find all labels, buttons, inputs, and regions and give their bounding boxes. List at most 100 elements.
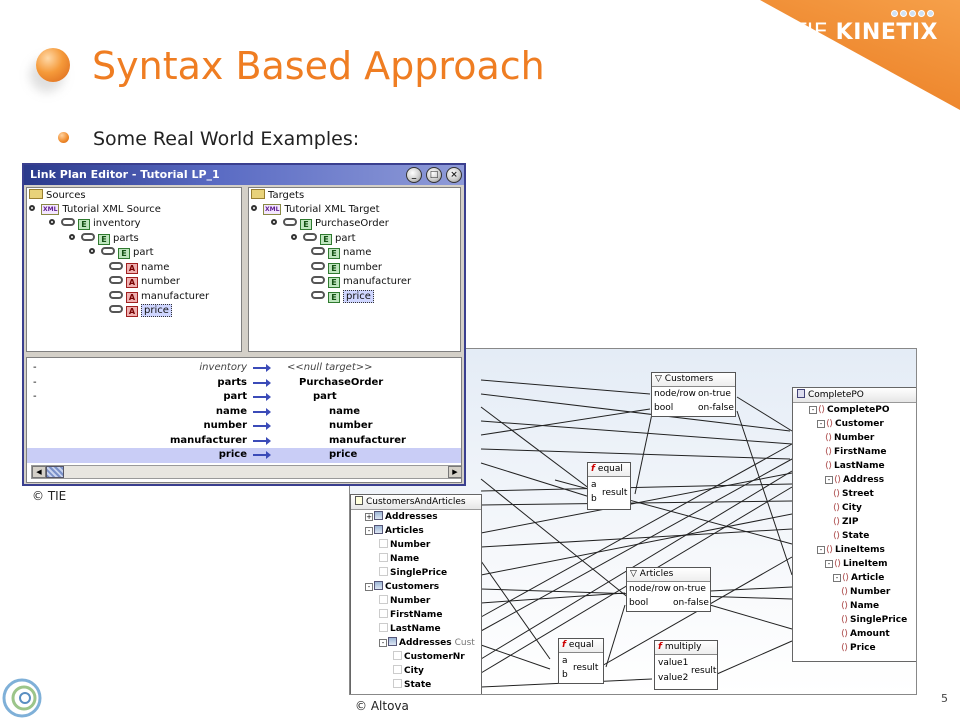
scroll-right-button[interactable]: ▶ bbox=[448, 466, 461, 478]
target-component-complete-po[interactable]: CompletePO -⟨⟩CompletePO-⟨⟩Customer⟨⟩Num… bbox=[792, 387, 916, 662]
target-field[interactable]: ⟨⟩LastName bbox=[793, 459, 916, 473]
input-b[interactable]: b bbox=[591, 494, 597, 504]
link-plan-editor-window[interactable]: Link Plan Editor - Tutorial LP_1 _ □ × S… bbox=[22, 163, 466, 486]
filter-input-bool[interactable]: bool bbox=[629, 598, 649, 608]
target-field[interactable]: -⟨⟩LineItems bbox=[793, 543, 916, 557]
close-button[interactable]: × bbox=[446, 167, 462, 183]
scroll-thumb[interactable] bbox=[46, 466, 64, 478]
output-result[interactable]: result bbox=[602, 488, 628, 498]
source-field[interactable]: City bbox=[351, 664, 481, 678]
mapping-row[interactable]: -inventory<<null target>> bbox=[27, 361, 461, 376]
source-field[interactable]: LastName bbox=[351, 622, 481, 636]
source-field[interactable]: Number bbox=[351, 538, 481, 552]
source-field[interactable]: FirstName bbox=[351, 608, 481, 622]
expand-toggle-icon[interactable]: - bbox=[825, 560, 833, 568]
target-field[interactable]: -⟨⟩Customer bbox=[793, 417, 916, 431]
source-field[interactable]: SinglePrice bbox=[351, 566, 481, 580]
target-field[interactable]: ⟨⟩ZIP bbox=[793, 515, 916, 529]
filter-input-node-row[interactable]: node/row bbox=[629, 584, 671, 594]
targets-root[interactable]: Targets bbox=[251, 189, 304, 203]
source-field[interactable]: Name bbox=[351, 552, 481, 566]
expand-toggle-icon[interactable]: - bbox=[817, 420, 825, 428]
input-b[interactable]: b bbox=[562, 670, 568, 680]
source-component-customers-and-articles[interactable]: CustomersAndArticles +Addresses-Articles… bbox=[350, 494, 482, 694]
target-field[interactable]: ⟨⟩SinglePrice bbox=[793, 613, 916, 627]
source-field[interactable]: State bbox=[351, 678, 481, 692]
filter-input-bool[interactable]: bool bbox=[654, 403, 674, 413]
filter-input-node-row[interactable]: node/row bbox=[654, 389, 696, 399]
maximize-button[interactable]: □ bbox=[426, 167, 442, 183]
target-field[interactable]: ⟨⟩Price bbox=[793, 641, 916, 655]
filter-output-on-true[interactable]: on-true bbox=[673, 584, 706, 594]
target-field[interactable]: -⟨⟩Article bbox=[793, 571, 916, 585]
source-field[interactable]: CustomerNr bbox=[351, 650, 481, 664]
source-field[interactable]: +Addresses bbox=[351, 510, 481, 524]
target-field[interactable]: ⟨⟩Amount bbox=[793, 627, 916, 641]
source-field[interactable]: Number bbox=[351, 594, 481, 608]
expand-toggle-icon[interactable]: - bbox=[817, 546, 825, 554]
target-field[interactable]: ⟨⟩Name bbox=[793, 599, 916, 613]
expand-toggle-icon[interactable]: - bbox=[379, 639, 387, 647]
input-value1[interactable]: value1 bbox=[658, 658, 689, 668]
expand-toggle-icon[interactable]: - bbox=[825, 476, 833, 484]
expand-toggle-icon[interactable]: - bbox=[833, 574, 841, 582]
expand-toggle-icon[interactable]: - bbox=[365, 527, 373, 535]
source-field[interactable]: -Articles bbox=[351, 524, 481, 538]
target-field[interactable]: ⟨⟩Number bbox=[793, 585, 916, 599]
filter-output-on-false[interactable]: on-false bbox=[698, 403, 734, 413]
horizontal-scrollbar[interactable]: ◀ ▶ bbox=[31, 465, 461, 479]
target-field[interactable]: ⟨⟩City bbox=[793, 501, 916, 515]
input-a[interactable]: a bbox=[562, 656, 568, 666]
target-field[interactable]: ⟨⟩FirstName bbox=[793, 445, 916, 459]
expand-toggle-icon[interactable]: + bbox=[365, 513, 373, 521]
filter-customers[interactable]: ▽ Customers node/row bool on-true on-fal… bbox=[651, 372, 736, 417]
filter-output-on-true[interactable]: on-true bbox=[698, 389, 731, 399]
target-field[interactable]: -⟨⟩LineItem bbox=[793, 557, 916, 571]
scroll-left-button[interactable]: ◀ bbox=[32, 466, 46, 478]
target-field[interactable]: ⟨⟩State bbox=[793, 529, 916, 543]
expand-toggle-icon[interactable]: - bbox=[365, 583, 373, 591]
window-title-bar[interactable]: Link Plan Editor - Tutorial LP_1 _ □ × bbox=[24, 165, 464, 185]
target-field[interactable]: -⟨⟩CompletePO bbox=[793, 403, 916, 417]
input-value2[interactable]: value2 bbox=[658, 673, 689, 683]
filter-articles[interactable]: ▽ Articles node/row bool on-true on-fals… bbox=[626, 567, 711, 612]
sources-root[interactable]: Sources bbox=[29, 189, 86, 203]
filter-output-on-false[interactable]: on-false bbox=[673, 598, 709, 608]
input-a[interactable]: a bbox=[591, 480, 597, 490]
minimize-button[interactable]: _ bbox=[406, 167, 422, 183]
output-result[interactable]: result bbox=[691, 666, 717, 676]
expand-toggle-icon[interactable]: - bbox=[809, 406, 817, 414]
target-field[interactable]: -⟨⟩Address bbox=[793, 473, 916, 487]
source-field[interactable]: -Customers bbox=[351, 580, 481, 594]
target-field[interactable]: ⟨⟩Street bbox=[793, 487, 916, 501]
target-field[interactable]: ⟨⟩Number bbox=[793, 431, 916, 445]
output-result[interactable]: result bbox=[573, 663, 599, 673]
